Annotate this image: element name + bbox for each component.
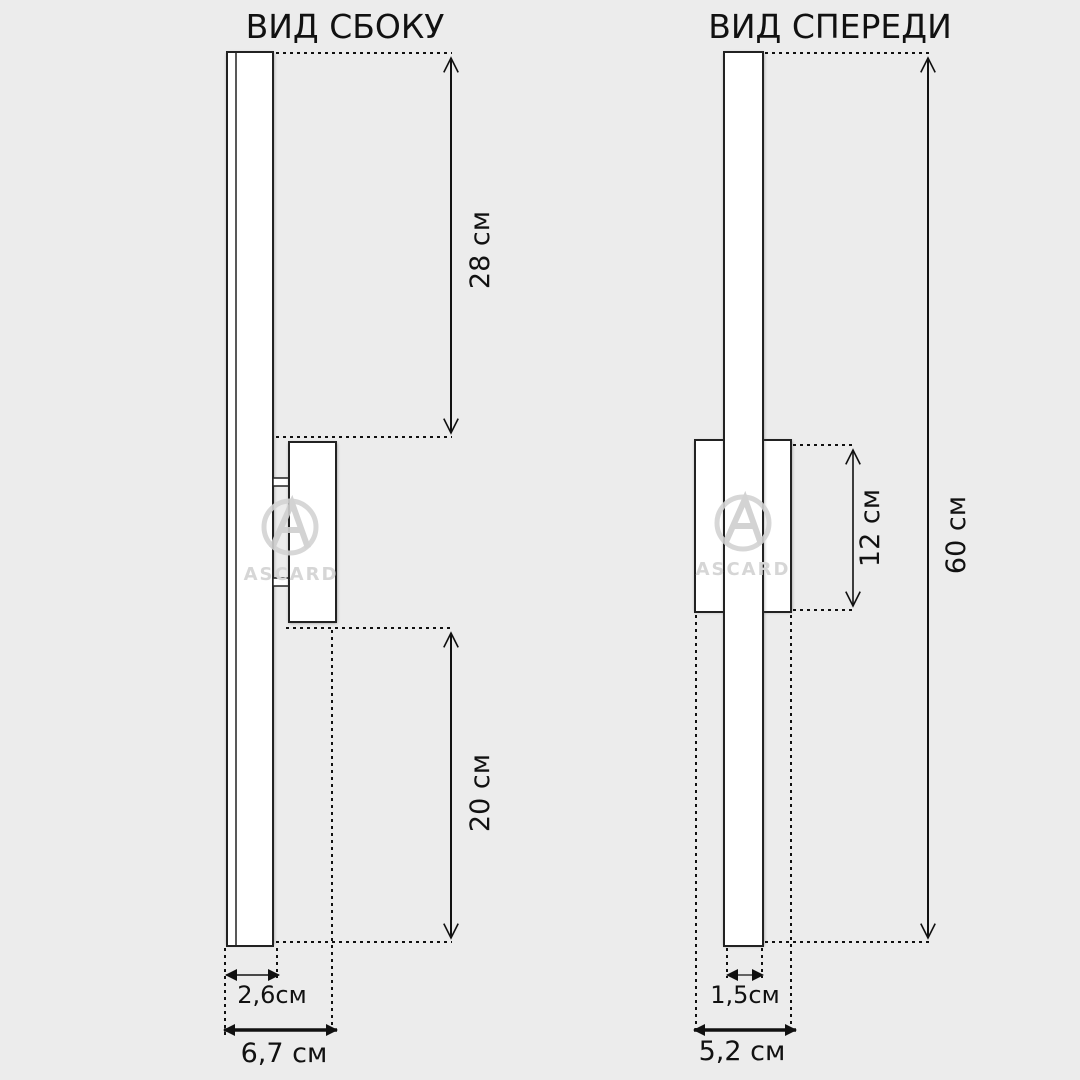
side-watermark-text: ASCARD [244,564,339,585]
front-view: 60 см 12 см 1,5см 5,2 см ASCARD [693,51,972,1067]
side-tube [226,51,274,947]
side-dim-bottom-label: 20 см [465,754,496,832]
front-dim-mount-width-label: 5,2 см [699,1036,786,1067]
side-watermark-logo-icon [261,494,319,556]
front-dim-tube-width-label: 1,5см [710,981,779,1009]
front-watermark-logo-icon [714,490,772,552]
front-view-title: ВИД СПЕРЕДИ [708,7,952,46]
front-dim-total-height-label: 60 см [941,496,972,574]
side-dim-total-depth-label: 6,7 см [241,1038,328,1069]
side-view-title: ВИД СБОКУ [246,7,445,46]
side-dim-top-label: 28 см [465,211,496,289]
front-dim-mount-height-label: 12 см [855,489,886,567]
side-connector-top [272,477,290,487]
front-watermark-text: ASCARD [696,559,791,580]
side-view: 28 см 20 см 2,6см 6,7 см ASCARD [223,51,496,1069]
side-dim-tube-depth-label: 2,6см [237,981,306,1009]
